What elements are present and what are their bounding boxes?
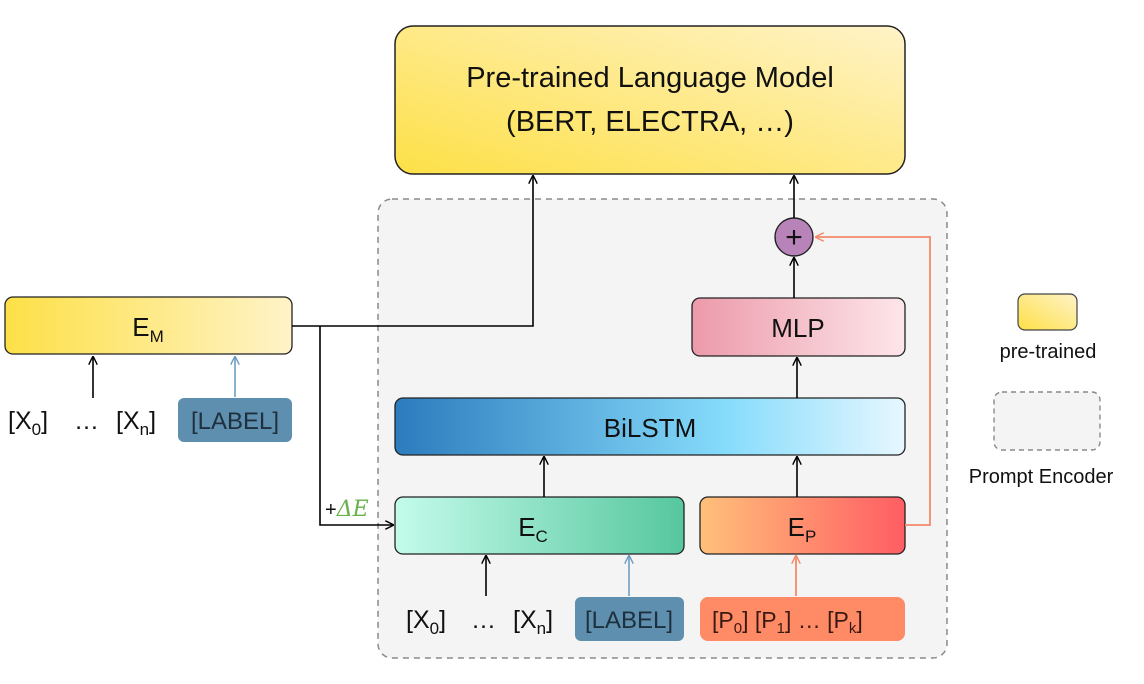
prompt-tokens-box: [P0] [P1] … [Pk]: [700, 597, 905, 641]
svg-text:EP: EP: [788, 512, 817, 546]
left-label-box: [LABEL]: [178, 398, 292, 442]
bottom-label-text: [LABEL]: [585, 607, 673, 634]
bilstm-box: BiLSTM: [394, 397, 906, 456]
plus-circle: +: [774, 217, 814, 257]
ec-letter: E: [518, 512, 535, 542]
bottom-dots: …: [471, 606, 496, 634]
bottom-label-box: [LABEL]: [575, 597, 684, 641]
left-label-text: [LABEL]: [191, 408, 279, 435]
bottom-x0-token: [X0]: [406, 606, 446, 638]
em-letter: E: [132, 312, 149, 342]
ec-subscript: C: [536, 527, 548, 546]
svg-text:EM: EM: [132, 312, 164, 346]
plus-symbol: +: [785, 221, 803, 254]
ep-skip-arrow: [816, 237, 931, 526]
em-box: EM: [4, 296, 293, 355]
legend-pretrained-label: pre-trained: [1000, 341, 1097, 363]
bottom-xn-token: [Xn]: [513, 606, 553, 638]
plm-title: Pre-trained Language Model: [466, 62, 834, 94]
left-dots: …: [74, 407, 99, 435]
ep-letter: E: [788, 512, 805, 542]
ec-box: EC: [394, 496, 685, 555]
em-subscript: M: [150, 327, 164, 346]
mlp-box: MLP: [691, 297, 906, 357]
plm-subtitle: (BERT, ELECTRA, …): [506, 106, 794, 138]
em-to-plm-arrow: [292, 176, 533, 327]
plm-box: Pre-trained Language Model (BERT, ELECTR…: [394, 25, 906, 175]
legend-pretrained-swatch: [1017, 293, 1078, 331]
prompt-tokens-text: [P0] [P1] … [Pk]: [712, 607, 863, 637]
delta-e-label: +ΔE: [325, 497, 369, 522]
left-xn-token: [Xn]: [116, 407, 156, 439]
bilstm-label: BiLSTM: [604, 413, 696, 443]
em-to-ec-arrow: [319, 326, 393, 525]
legend-prompt-encoder-label: Prompt Encoder: [969, 466, 1114, 488]
svg-text:EC: EC: [518, 512, 548, 546]
legend: pre-trained Prompt Encoder: [969, 293, 1114, 488]
left-x0-token: [X0]: [8, 407, 48, 439]
legend-prompt-encoder-swatch: [993, 391, 1101, 451]
ep-box: EP: [699, 496, 906, 555]
mlp-label: MLP: [771, 313, 824, 343]
ep-subscript: P: [805, 527, 816, 546]
